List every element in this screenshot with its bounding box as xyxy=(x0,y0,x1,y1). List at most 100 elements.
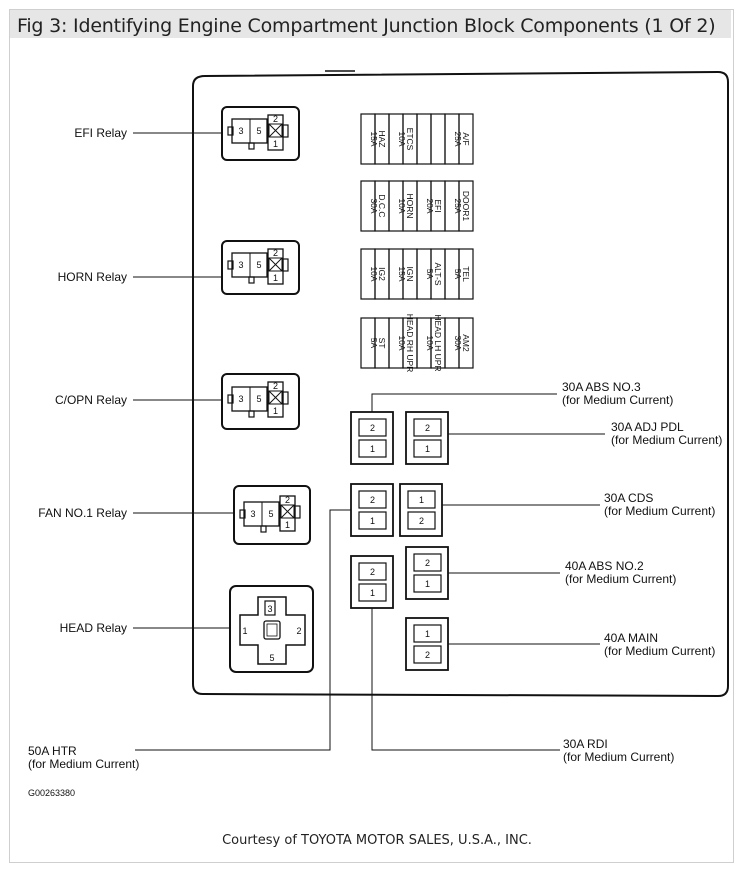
fuse-name: TEL xyxy=(461,266,471,282)
relay-pin: 3 xyxy=(250,509,255,519)
copn-relay-label: C/OPN Relay xyxy=(55,393,127,407)
leader-line xyxy=(371,393,557,412)
relay-pin: 5 xyxy=(256,394,261,404)
fuse-name: AM2 xyxy=(461,334,471,352)
relay-pin: 1 xyxy=(273,406,278,416)
cartridge-label: 50A HTR xyxy=(28,744,77,758)
fuse-amperage: 5A xyxy=(453,269,463,280)
head-relay: 3 1 2 5 xyxy=(229,585,314,673)
relay-pin: 5 xyxy=(269,653,274,663)
cartridge-label: 40A ABS NO.2 xyxy=(565,559,644,573)
copn-relay: 3 5 2 1 xyxy=(221,373,300,430)
cartridge-note: (for Medium Current) xyxy=(565,572,676,586)
fuse-amperage: 30A xyxy=(453,335,463,350)
cartridge-pin: 2 xyxy=(419,516,424,526)
cartridge-note: (for Medium Current) xyxy=(562,393,673,407)
fuse-amperage: 20A xyxy=(425,198,435,213)
fuse-slot xyxy=(416,113,446,165)
relay-pin: 1 xyxy=(242,626,247,636)
leader-line xyxy=(135,509,351,751)
cartridge-pin: 1 xyxy=(425,444,430,454)
leader-line xyxy=(371,608,560,751)
fuse-amperage: 10A xyxy=(397,198,407,213)
fuse-name: D.C.C xyxy=(377,194,387,217)
fuse-amperage: 5A xyxy=(369,338,379,349)
title-bar xyxy=(10,10,731,38)
cartridge-htr: 2 1 xyxy=(350,483,394,537)
fuse-name: HORN xyxy=(405,193,415,218)
cartridge-rdi: 2 1 xyxy=(350,555,394,609)
efi-relay-label: EFI Relay xyxy=(74,126,127,140)
fuse-name: IGN xyxy=(405,266,415,281)
fuse-name: A/F xyxy=(461,132,471,145)
fuse-amperage: 15A xyxy=(369,131,379,146)
cartridge-label: 30A CDS xyxy=(604,491,653,505)
cartridge-cds: 1 2 xyxy=(399,483,443,537)
relay-pin: 2 xyxy=(285,495,290,505)
fuse-name: EFI xyxy=(433,199,443,212)
fuse-name: HAZ xyxy=(377,131,387,148)
cartridge-pin: 1 xyxy=(419,495,424,505)
fuse-name: HEAD LH UPR xyxy=(433,314,443,371)
head-relay-label: HEAD Relay xyxy=(60,621,127,635)
fan-no1-relay: 3 5 2 1 xyxy=(233,485,311,545)
fuse-name: ETCS xyxy=(405,128,415,151)
cartridge-pin: 2 xyxy=(370,567,375,577)
relay-pin: 1 xyxy=(273,139,278,149)
relay-pin: 3 xyxy=(238,260,243,270)
cartridge-pin: 2 xyxy=(425,558,430,568)
fuse-name: ST xyxy=(377,338,387,349)
fuse-amperage: 10A xyxy=(397,131,407,146)
relay-pin: 3 xyxy=(238,126,243,136)
image-code: G00263380 xyxy=(28,788,75,798)
cartridge-label: 30A RDI xyxy=(563,737,608,751)
cartridge-pin: 1 xyxy=(370,516,375,526)
figure-title: Fig 3: Identifying Engine Compartment Ju… xyxy=(17,15,716,37)
fan-no1-relay-label: FAN NO.1 Relay xyxy=(38,506,127,520)
cartridge-label: 40A MAIN xyxy=(604,631,658,645)
relay-pin: 2 xyxy=(296,626,301,636)
fuse-name: ALT-S xyxy=(433,263,443,286)
cartridge-pin: 2 xyxy=(425,650,430,660)
relay-pin: 1 xyxy=(285,520,290,530)
relay-pin: 2 xyxy=(273,114,278,124)
cartridge-pin: 2 xyxy=(370,423,375,433)
fuse-name: IG2 xyxy=(377,267,387,281)
cartridge-pin: 1 xyxy=(370,444,375,454)
relay-pin: 2 xyxy=(273,381,278,391)
cartridge-note: (for Medium Current) xyxy=(28,757,139,771)
junction-block-outline xyxy=(192,70,729,698)
horn-relay: 3 5 2 1 xyxy=(221,240,300,295)
relay-pin: 5 xyxy=(268,509,273,519)
fuse-amperage: 10A xyxy=(425,335,435,350)
cartridge-abs-no2: 2 1 xyxy=(405,546,449,600)
fuse-amperage: 25A xyxy=(453,131,463,146)
cartridge-pin: 2 xyxy=(370,495,375,505)
relay-pin: 5 xyxy=(256,260,261,270)
relay-pin: 3 xyxy=(267,604,272,614)
relay-pin: 5 xyxy=(256,126,261,136)
horn-relay-label: HORN Relay xyxy=(58,270,127,284)
relay-pin: 3 xyxy=(238,394,243,404)
cartridge-note: (for Medium Current) xyxy=(563,750,674,764)
cartridge-adj-pdl: 2 1 xyxy=(405,411,449,465)
cartridge-note: (for Medium Current) xyxy=(604,504,715,518)
fuse-amperage: 30A xyxy=(369,198,379,213)
relay-pin: 2 xyxy=(273,248,278,258)
figure-credit: Courtesy of TOYOTA MOTOR SALES, U.S.A., … xyxy=(222,833,532,848)
